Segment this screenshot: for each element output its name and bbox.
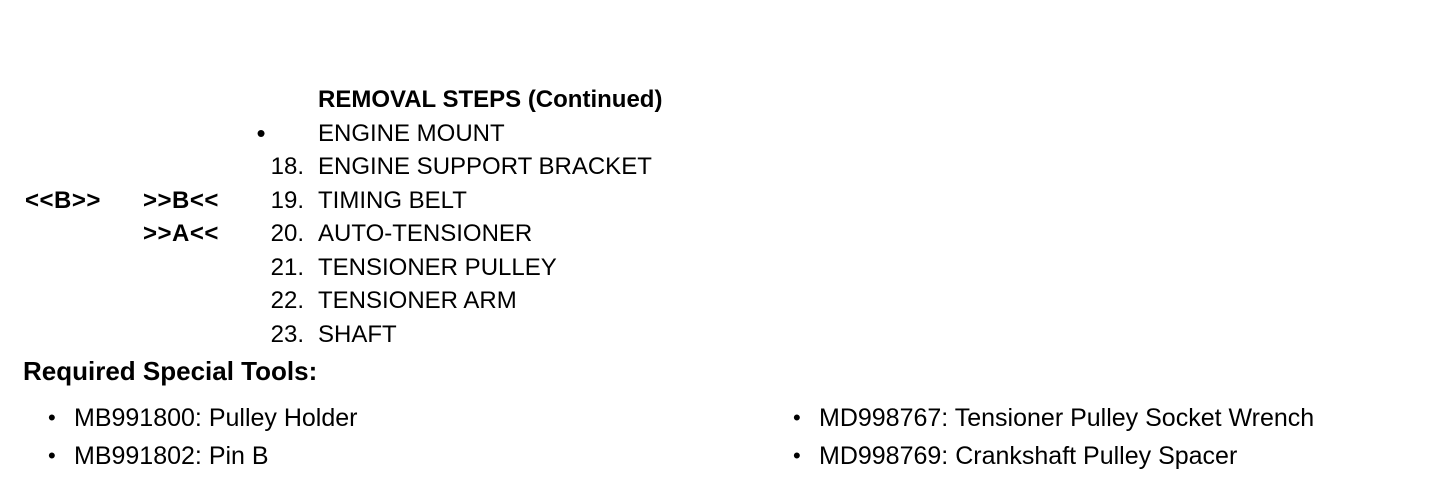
step-marker-outer (25, 318, 143, 352)
step-label: ENGINE MOUNT (318, 119, 505, 147)
step-marker-outer (25, 150, 143, 184)
step-marker-outer (25, 284, 143, 318)
step-marker-outer (25, 217, 143, 251)
tool-list-item: • MB991802: Pin B (48, 437, 358, 475)
removal-steps-heading: REMOVAL STEPS (Continued) (318, 86, 663, 113)
step-label: TENSIONER PULLEY (318, 253, 557, 281)
step-number: 23. (270, 320, 304, 348)
step-marker-inner (143, 251, 218, 285)
step-number: 20. (270, 220, 304, 247)
removal-step-row: 18. ENGINE SUPPORT BRACKET (25, 150, 662, 184)
tool-list-item: • MB991800: Pulley Holder (48, 399, 358, 437)
removal-steps-section: REMOVAL STEPS (Continued) • ENGINE MOUNT… (0, 83, 662, 351)
step-label: AUTO-TENSIONER (318, 220, 533, 247)
step-marker-inner (143, 150, 218, 184)
step-number: 22. (270, 287, 304, 314)
special-tools-heading: Required Special Tools: (23, 356, 318, 386)
tool-list-item: • MD998769: Crankshaft Pulley Spacer (793, 437, 1314, 475)
tool-list-item: • MD998767: Tensioner Pulley Socket Wren… (793, 399, 1314, 437)
removal-step-row: • ENGINE MOUNT (25, 117, 662, 151)
step-marker-inner (143, 284, 218, 318)
special-tools-list-left: • MB991800: Pulley Holder • MB991802: Pi… (48, 399, 358, 475)
step-number: 19. (270, 186, 304, 214)
step-marker-outer (25, 117, 143, 151)
tool-text: MD998767: Tensioner Pulley Socket Wrench (819, 404, 1315, 432)
bullet-icon: • (48, 443, 56, 468)
step-marker-inner (143, 117, 218, 151)
step-label: SHAFT (318, 320, 397, 348)
step-number: 21. (270, 253, 304, 281)
step-marker-inner: >>A<< (143, 220, 219, 247)
tool-text: MD998769: Crankshaft Pulley Spacer (819, 442, 1238, 470)
removal-step-row: >>A<< 20. AUTO-TENSIONER (25, 217, 662, 251)
step-bullet-icon: • (256, 117, 266, 148)
removal-step-row: 22. TENSIONER ARM (25, 284, 662, 318)
bullet-icon: • (793, 405, 801, 430)
tool-text: MB991802: Pin B (74, 442, 269, 470)
step-marker-outer (25, 251, 143, 285)
bullet-icon: • (793, 443, 801, 468)
removal-step-row: <<B>> >>B<< 19. TIMING BELT (25, 184, 662, 218)
step-label: TIMING BELT (318, 186, 467, 214)
step-number: 18. (270, 153, 304, 180)
step-marker-outer: <<B>> (25, 186, 101, 214)
tool-text: MB991800: Pulley Holder (74, 404, 358, 432)
step-marker-inner: >>B<< (143, 186, 219, 214)
step-label: TENSIONER ARM (318, 287, 517, 314)
special-tools-list-right: • MD998767: Tensioner Pulley Socket Wren… (793, 399, 1314, 475)
removal-step-row: 23. SHAFT (25, 318, 662, 352)
step-label: ENGINE SUPPORT BRACKET (318, 153, 652, 180)
bullet-icon: • (48, 405, 56, 430)
removal-step-row: 21. TENSIONER PULLEY (25, 251, 662, 285)
step-marker-inner (143, 318, 218, 352)
